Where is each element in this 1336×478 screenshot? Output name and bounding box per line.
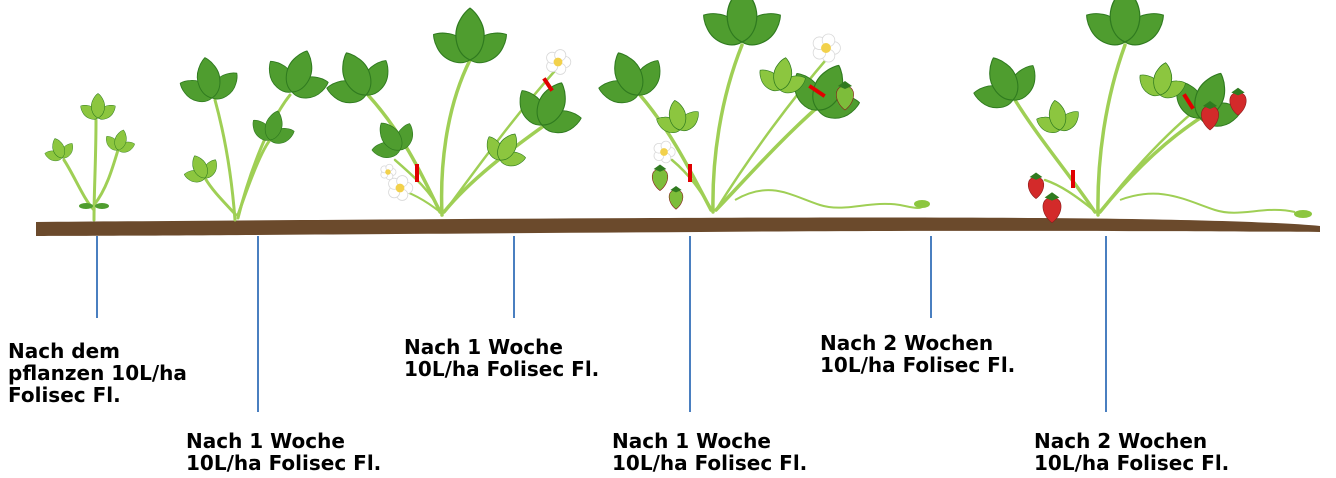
stem [238, 140, 270, 215]
label-seedling-line-2: pflanzen 10L/ha [8, 362, 187, 384]
cut-marker [545, 80, 551, 89]
leaf-cluster [100, 125, 140, 158]
stem [94, 150, 118, 205]
leaf-cluster [171, 52, 247, 112]
flower-icon [547, 50, 571, 75]
label-young-plant-line-2: 10L/ha Folisec Fl. [186, 452, 381, 474]
connector-green-fruit-plant [689, 236, 691, 412]
runner-stem [1120, 194, 1295, 213]
green-strawberry-icon [652, 165, 668, 191]
leaf-cluster [427, 8, 514, 70]
leaf-cluster [650, 96, 706, 140]
plant-green-fruit [583, 0, 930, 212]
label-green-fruit-plant-line-2: 10L/ha Folisec Fl. [612, 452, 807, 474]
plant-seedling [39, 93, 140, 220]
label-flowering-plant: Nach 1 Woche 10L/ha Folisec Fl. [404, 336, 599, 380]
runner-bud [1294, 210, 1312, 218]
stem [442, 60, 470, 215]
flower-icon [813, 34, 840, 62]
label-flowering-plant-line-2: 10L/ha Folisec Fl. [404, 358, 599, 380]
connector-seedling [96, 236, 98, 318]
label-ripe-fruit-plant-line-2: 10L/ha Folisec Fl. [1034, 452, 1229, 474]
connector-flowering-plant [513, 236, 515, 318]
stem [716, 105, 820, 210]
leaf-cluster [255, 38, 341, 112]
ripe-strawberry-icon [1028, 173, 1044, 199]
runner-bud [914, 200, 930, 208]
label-green-fruit-plant: Nach 1 Woche 10L/ha Folisec Fl. [612, 430, 807, 474]
label-ripe-fruit-plant-line-1: Nach 2 Wochen [1034, 430, 1229, 452]
connector-ripe-fruit-plant [1105, 236, 1107, 412]
soil-strip [36, 217, 1320, 236]
label-runners: Nach 2 Wochen 10L/ha Folisec Fl. [820, 332, 1015, 376]
plant-young [171, 38, 341, 220]
label-flowering-plant-line-1: Nach 1 Woche [404, 336, 599, 358]
label-green-fruit-plant-line-1: Nach 1 Woche [612, 430, 807, 452]
stem [444, 125, 545, 212]
leaf-cluster [244, 105, 302, 153]
soil-line [36, 217, 1320, 236]
leaf-cluster [77, 93, 118, 122]
connector-young-plant [257, 236, 259, 412]
leaf-cluster [39, 133, 80, 168]
label-seedling-line-3: Folisec Fl. [8, 384, 187, 406]
connector-runners [930, 236, 932, 318]
label-seedling-line-1: Nach dem [8, 340, 187, 362]
leaf-cluster [176, 147, 226, 191]
leaf-cluster [311, 37, 405, 120]
label-seedling: Nach dem pflanzen 10L/ha Folisec Fl. [8, 340, 187, 406]
flower-icon [381, 164, 396, 180]
stem [238, 95, 290, 218]
plant-ripe-fruit [958, 0, 1312, 223]
leaf-cluster [583, 37, 677, 120]
stem [1100, 115, 1205, 212]
label-runners-line-2: 10L/ha Folisec Fl. [820, 354, 1015, 376]
stem [446, 65, 560, 210]
label-ripe-fruit-plant: Nach 2 Wochen 10L/ha Folisec Fl. [1034, 430, 1229, 474]
runner-stem [735, 190, 925, 208]
label-runners-line-1: Nach 2 Wochen [820, 332, 1015, 354]
leaf-cluster [503, 67, 597, 150]
label-young-plant-line-1: Nach 1 Woche [186, 430, 381, 452]
flower-icon [389, 176, 413, 201]
stem [64, 160, 94, 210]
leaf-cluster [958, 42, 1052, 125]
green-strawberry-icon [669, 186, 683, 209]
plant-flowering [311, 8, 596, 215]
label-young-plant: Nach 1 Woche 10L/ha Folisec Fl. [186, 430, 381, 474]
